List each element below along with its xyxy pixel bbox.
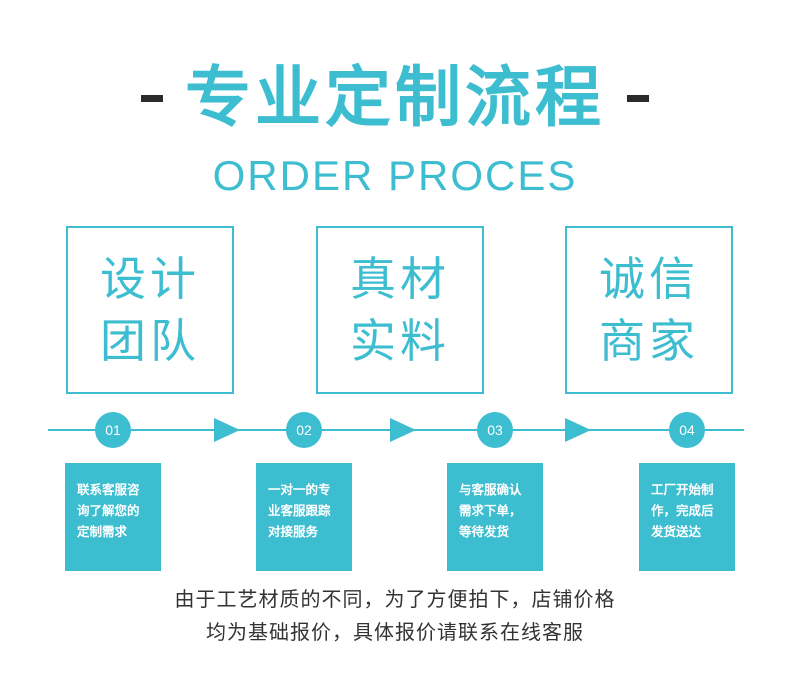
arrow-right-icon <box>565 418 591 442</box>
step-number-04: 04 <box>669 412 705 448</box>
feature-line: 商家 <box>599 314 699 368</box>
step-box-03: 与客服确认需求下单，等待发货 <box>447 463 543 571</box>
arrow-right-icon <box>214 418 240 442</box>
page-subtitle: ORDER PROCES <box>212 152 578 199</box>
step-box-02: 一对一的专业客服跟踪对接服务 <box>256 463 352 571</box>
feature-box-design-team: 设计 团队 <box>66 226 234 394</box>
title-dash-right <box>627 94 649 102</box>
step-text: 工厂开始制作，完成后发货送达 <box>651 482 714 539</box>
step-number-02: 02 <box>286 412 322 448</box>
feature-line: 真材 <box>350 252 450 306</box>
footer-note-line-1: 由于工艺材质的不同，为了方便拍下，店铺价格 <box>174 587 616 611</box>
title-row: 专业定制流程 <box>0 58 790 138</box>
step-text: 一对一的专业客服跟踪对接服务 <box>268 482 331 539</box>
feature-box-trusted-seller: 诚信 商家 <box>565 226 733 394</box>
footer-note-line-2: 均为基础报价，具体报价请联系在线客服 <box>206 620 584 644</box>
step-number-01: 01 <box>95 412 131 448</box>
feature-line: 诚信 <box>599 252 699 306</box>
feature-line: 实料 <box>350 314 450 368</box>
arrow-right-icon <box>390 418 416 442</box>
page-title: 专业定制流程 <box>185 59 605 136</box>
step-number-03: 03 <box>477 412 513 448</box>
feature-line: 团队 <box>100 314 200 368</box>
feature-line: 设计 <box>100 252 200 306</box>
title-dash-left <box>141 94 163 102</box>
step-text: 与客服确认需求下单，等待发货 <box>459 482 522 539</box>
feature-box-quality-material: 真材 实料 <box>316 226 484 394</box>
step-box-04: 工厂开始制作，完成后发货送达 <box>639 463 735 571</box>
step-text: 联系客服咨询了解您的定制需求 <box>77 482 140 539</box>
step-box-01: 联系客服咨询了解您的定制需求 <box>65 463 161 571</box>
